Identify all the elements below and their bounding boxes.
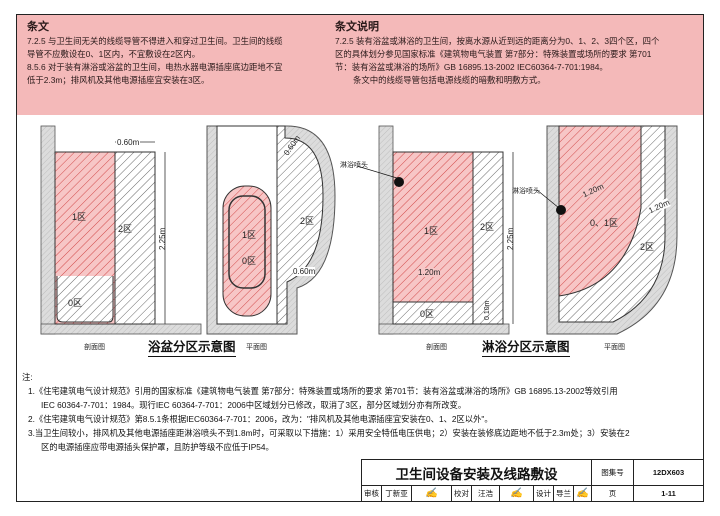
clause-line: 7.2.5 与卫生间无关的线缆导管不得进入和穿过卫生间。卫生间的线缆 [27,36,283,46]
shower-caption: 淋浴分区示意图 [482,336,570,357]
check-signature: ✍ [500,486,534,502]
bathtub-zone1-label: 1区 [72,212,87,222]
explanation-line: 7.2.5 装有浴盆或淋浴的卫生间，按离水源从近到远的距离分为0、1、2、3四个… [335,36,660,46]
shower-plan-label: 平面图 [604,344,625,351]
clause-line: 低于2.3m；排风机及其他电源插座宜安装在3区。 [27,75,210,85]
shower-width-dim: 1.20m [418,268,441,277]
bathtub-plan-label: 平面图 [246,344,267,351]
note-line: 1.《住宅建筑电气设计规范》引用的国家标准《建筑物电气装置 第7部分：特殊装置或… [28,386,618,396]
clause-line: 8.5.6 对于装有淋浴或浴盆的卫生间，电热水器电源插座底边距地不宜 [27,62,283,72]
drawing-frame [16,14,704,502]
shower-zone2-label: 2区 [480,222,495,232]
shower-zone0-label: 0区 [420,309,435,319]
design-signature: ✍ [574,486,592,502]
shower-zone1-label: 1区 [424,226,439,236]
page-label: 页 [592,486,634,502]
explanation-column: 条文说明 7.2.5 装有浴盆或淋浴的卫生间，按离水源从近到远的距离分为0、1、… [335,15,701,87]
clause-line: 导管不应敷设在0、1区内，不宜敷设在2区内。 [27,49,201,59]
bathtub-plan-zone0-label: 0区 [242,256,257,266]
note-line: 2.《住宅建筑电气设计规范》第8.5.1条根据IEC60364-7-701：20… [28,414,493,424]
explanation-line: 条文中的线缆导管包括电源线缆的暗敷和明敷方式。 [353,75,546,85]
title-block: 卫生间设备安装及线路敷设 图集号 12DX603 审核 丁新亚 ✍ 校对 汪浩 … [361,459,704,502]
shower-section-view [356,125,514,335]
check-name: 汪浩 [472,486,500,502]
notes-section: 注: 1.《住宅建筑电气设计规范》引用的国家标准《建筑物电气装置 第7部分：特殊… [22,370,700,454]
shower-section-label: 剖面图 [426,344,447,351]
bathtub-caption: 浴盆分区示意图 [148,336,236,357]
note-line: IEC 60364-7-701：1984。现行IEC 60364-7-701：2… [41,400,467,410]
shower-plan-zone01-label: 0、1区 [590,218,619,228]
note-line: 3.当卫生间较小，排风机及其他电源插座距淋浴喷头不到1.8m时，可采取以下措施：… [28,428,630,438]
shower-height-dim: 2.25m [506,227,515,250]
shower-small-dim: 0.10m [484,300,491,320]
notes-label: 注: [22,372,33,382]
bathtub-height-dim: 2.25m [158,227,167,250]
shower-nozzle-label: 淋浴喷头 [340,162,368,169]
bathtub-width-dim: 0.60m [116,138,141,147]
shower-plan-view [536,125,678,335]
bathtub-plan-zone2-label: 2区 [300,216,315,226]
bathtub-plan-zone1-label: 1区 [242,230,257,240]
bathtub-plan-dim-right: 0.60m [293,267,316,276]
review-label: 审核 [362,486,382,502]
bathtub-section-label: 剖面图 [84,344,105,351]
bathtub-plan-view [206,125,336,335]
drawing-title: 卫生间设备安装及线路敷设 [362,460,592,486]
check-label: 校对 [452,486,472,502]
atlas-number-label: 图集号 [592,460,634,486]
explanation-line: 节：装有浴盆或淋浴的场所》GB 16895.13-2002 IEC60364-7… [335,62,608,72]
bathtub-zone0-label: 0区 [68,298,83,308]
page-number: 1-11 [634,486,704,502]
explanation-line: 区的具体划分参见国家标准《建筑物电气装置 第7部分：特殊装置或场所的要求 第70… [335,49,652,59]
note-line: 区的电源插座应带电源插头保护罩，且防护等级不应低于IP54。 [41,442,274,452]
review-signature: ✍ [412,486,452,502]
clause-column: 条文 7.2.5 与卫生间无关的线缆导管不得进入和穿过卫生间。卫生间的线缆 导管… [27,15,337,87]
explanation-heading: 条文说明 [335,20,379,33]
clause-band: 条文 7.2.5 与卫生间无关的线缆导管不得进入和穿过卫生间。卫生间的线缆 导管… [17,15,703,115]
clause-heading: 条文 [27,20,49,33]
design-label: 设计 [534,486,554,502]
shower-plan-zone2-label: 2区 [640,242,655,252]
atlas-number: 12DX603 [634,460,704,486]
design-name: 导兰 [554,486,574,502]
bathtub-zone2-label: 2区 [118,224,133,234]
shower-plan-nozzle-label: 淋浴喷头 [512,188,540,195]
zone-diagrams [40,125,678,335]
review-name: 丁新亚 [382,486,412,502]
bathtub-section-view [40,125,202,335]
